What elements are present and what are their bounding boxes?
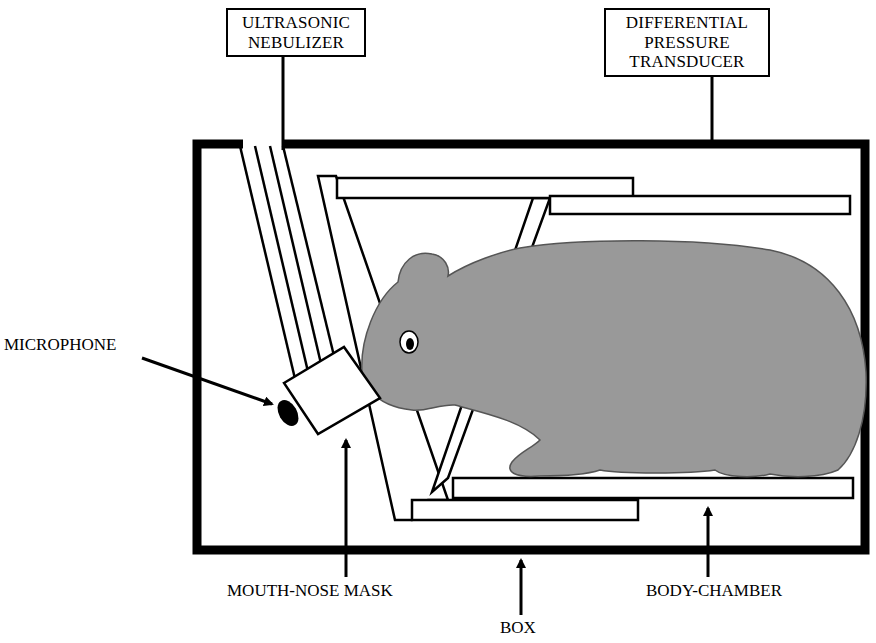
- pointer-arrows: [142, 358, 708, 615]
- box-label: ULTRASONIC NEBULIZER: [234, 13, 358, 52]
- transducer-line: [711, 72, 714, 140]
- mask-label: MOUTH-NOSE MASK: [227, 582, 393, 601]
- mouth-nose-mask: [284, 347, 380, 434]
- nebulizer-box: ULTRASONIC NEBULIZER: [226, 8, 366, 57]
- box-label-text: BOX: [500, 619, 536, 638]
- pupil: [406, 338, 414, 350]
- chamber-label: BODY-CHAMBER: [646, 582, 782, 601]
- eye: [400, 331, 418, 353]
- transducer-box: DIFFERENTIAL PRESSURE TRANSDUCER: [604, 8, 770, 77]
- nebulizer-line: [282, 48, 285, 150]
- box-opening: [243, 138, 283, 150]
- microphone-label: MICROPHONE: [4, 336, 116, 355]
- microphone: [273, 396, 303, 429]
- guinea-pig: [362, 241, 866, 477]
- box-label: DIFFERENTIAL PRESSURE TRANSDUCER: [612, 13, 762, 72]
